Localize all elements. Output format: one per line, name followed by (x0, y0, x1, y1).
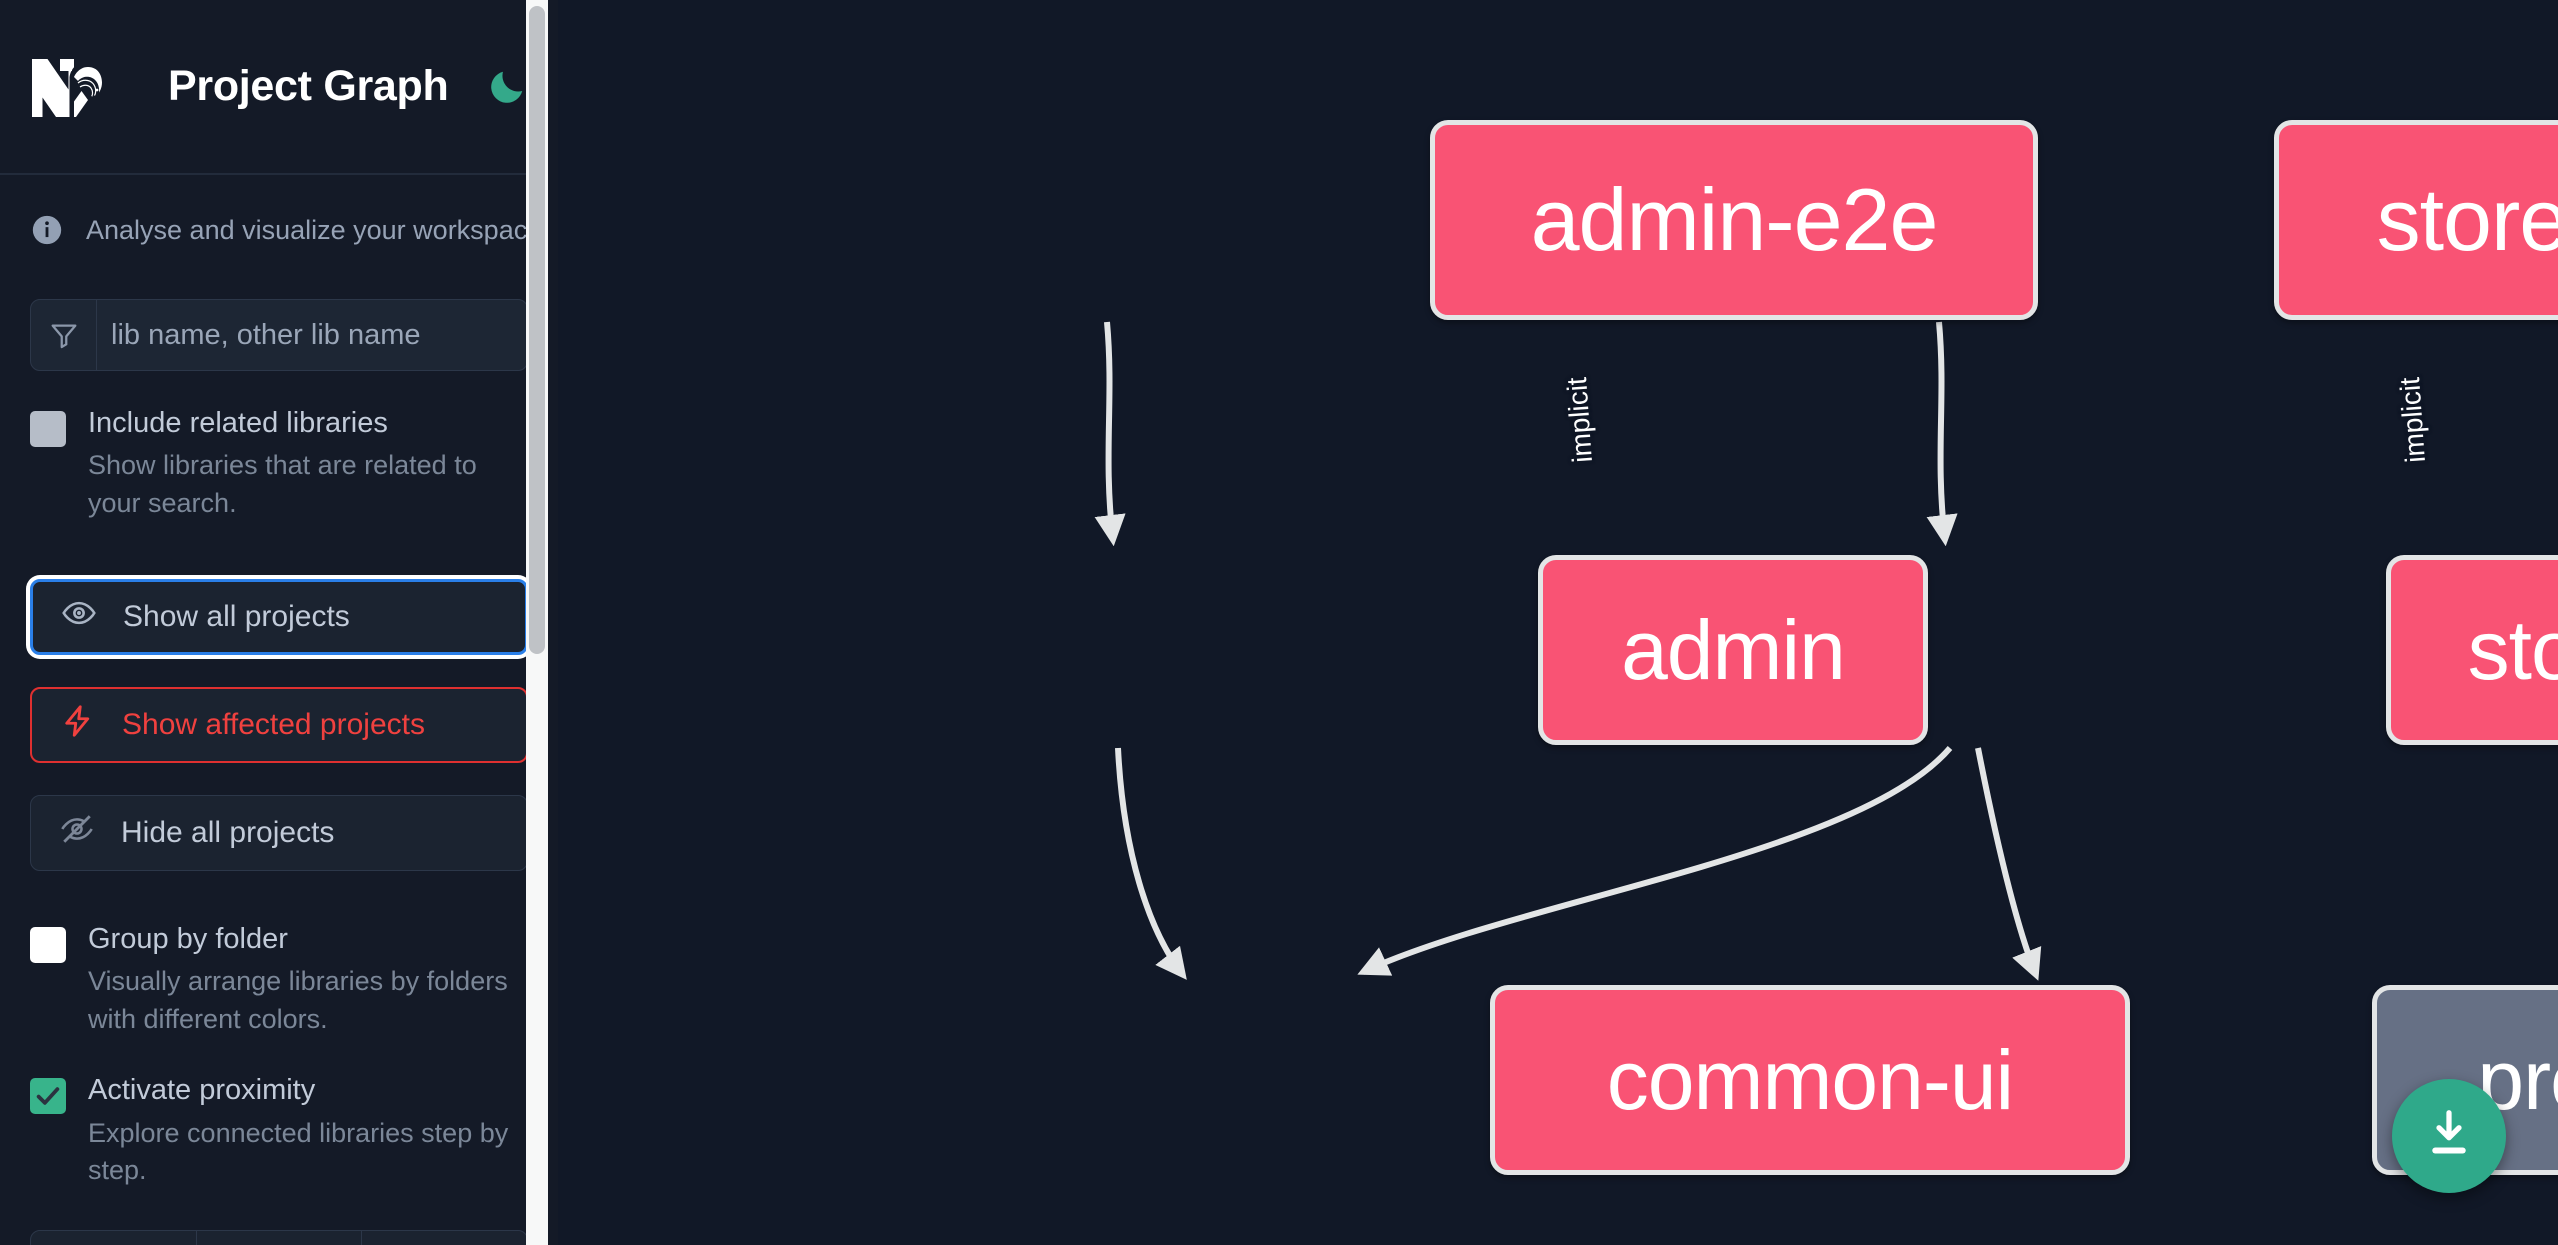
info-circle-icon (30, 213, 64, 247)
sidebar: Project Graph Analyse and visualize yo (0, 0, 558, 1245)
activate-proximity-description: Explore connected libraries step by step… (88, 1117, 509, 1186)
proximity-step-option-1[interactable] (31, 1231, 197, 1245)
graph-node-label: store-e2e (2376, 170, 2558, 269)
workspace-info: Analyse and visualize your workspace. (0, 175, 558, 247)
hide-all-projects-label: Hide all projects (121, 815, 335, 849)
graph-node-admin-e2e[interactable]: admin-e2e (1430, 120, 2038, 320)
edge-admin-to-common-ui (1115, 747, 1187, 980)
sidebar-scrollbar-thumb[interactable] (529, 6, 545, 654)
graph-node-admin[interactable]: admin (1538, 555, 1928, 745)
edge-store-e2e-to-store (1926, 321, 1958, 547)
app-title: Project Graph (168, 62, 449, 110)
group-by-folder-checkbox[interactable] (30, 926, 66, 963)
activate-proximity-checkbox[interactable] (30, 1078, 66, 1115)
project-graph-canvas[interactable]: admin-e2e store-e2e admin store common-u… (558, 0, 2558, 1245)
edge-admin-e2e-to-admin (1094, 321, 1126, 547)
show-affected-projects-label: Show affected projects (122, 707, 425, 741)
option-group-by-folder[interactable]: Group by folder Visually arrange librari… (0, 921, 558, 1039)
nx-logo-icon (30, 55, 116, 119)
proximity-step-option-2[interactable] (197, 1231, 363, 1245)
graph-node-label: common-ui (1606, 1032, 2014, 1127)
option-include-related-libraries[interactable]: Include related libraries Show libraries… (0, 405, 558, 523)
sidebar-scrollbar[interactable] (526, 0, 548, 1245)
moon-icon[interactable] (484, 64, 530, 110)
graph-node-label: store (2467, 602, 2558, 697)
edge-store-to-common-ui (1357, 746, 1953, 976)
graph-node-label: admin (1621, 602, 1846, 697)
edge-label-implicit-store: implicit (2394, 376, 2431, 464)
graph-node-label: admin-e2e (1530, 170, 1939, 269)
include-related-libraries-checkbox[interactable] (30, 411, 66, 447)
sidebar-right-edge (548, 0, 558, 1245)
sidebar-header: Project Graph (0, 0, 558, 175)
lightning-bolt-icon (60, 703, 96, 747)
filter-input-wrapper (30, 299, 528, 371)
include-related-libraries-label: Include related libraries (88, 407, 388, 439)
graph-node-common-ui[interactable]: common-ui (1490, 985, 2130, 1175)
edge-store-to-products (1975, 747, 2042, 981)
hide-all-projects-button[interactable]: Hide all projects (30, 794, 528, 871)
workspace-info-text: Analyse and visualize your workspace. (86, 214, 550, 245)
show-all-projects-button[interactable]: Show all projects (30, 578, 528, 655)
search-input[interactable] (97, 300, 527, 370)
group-by-folder-description: Visually arrange libraries by folders wi… (88, 965, 508, 1034)
show-all-projects-label: Show all projects (123, 599, 350, 633)
graph-node-store[interactable]: store (2386, 555, 2558, 745)
include-related-libraries-description: Show libraries that are related to your … (88, 450, 477, 518)
proximity-step-button-group[interactable] (30, 1230, 528, 1245)
option-activate-proximity[interactable]: Activate proximity Explore connected lib… (0, 1072, 558, 1190)
download-graph-button[interactable] (2392, 1079, 2506, 1193)
eye-off-icon (59, 811, 95, 855)
edge-label-implicit-admin: implicit (1561, 376, 1598, 464)
eye-icon (61, 595, 97, 639)
proximity-step-option-3[interactable] (362, 1231, 527, 1245)
graph-node-store-e2e[interactable]: store-e2e (2274, 120, 2558, 320)
funnel-filter-icon (31, 300, 97, 370)
group-by-folder-label: Group by folder (88, 922, 288, 955)
activate-proximity-label: Activate proximity (88, 1074, 316, 1107)
graph-edges-layer (1094, 321, 2042, 981)
download-icon (2419, 1104, 2479, 1169)
show-affected-projects-button[interactable]: Show affected projects (30, 686, 528, 763)
